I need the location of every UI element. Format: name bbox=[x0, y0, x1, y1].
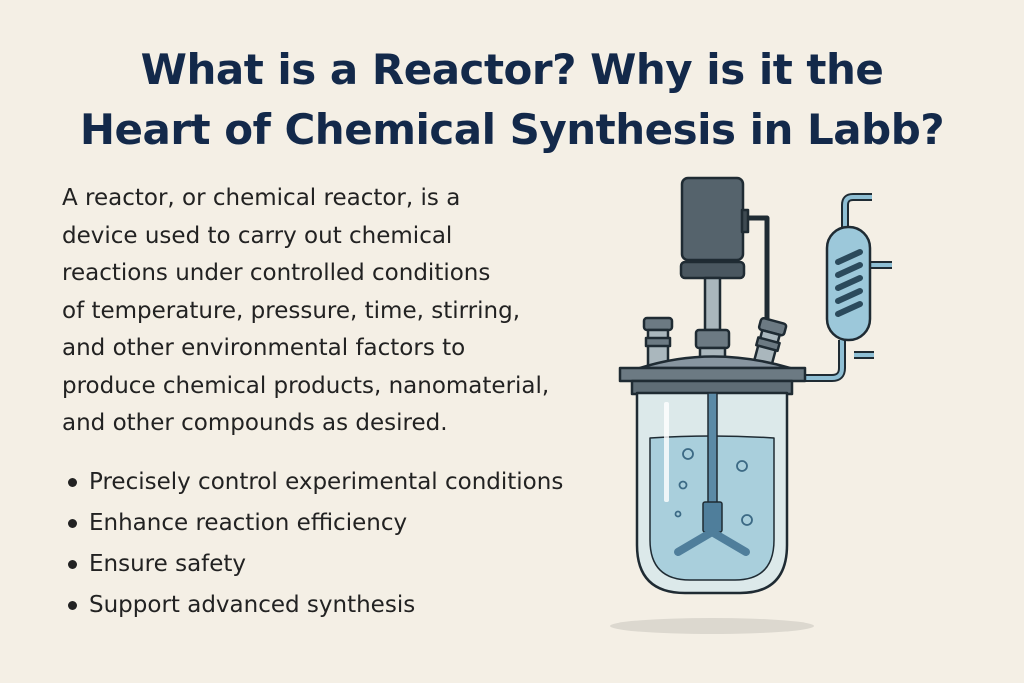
description: A reactor, or chemical reactor, is a dev… bbox=[62, 180, 622, 443]
bullet-icon bbox=[68, 519, 77, 528]
list-item: Precisely control experimental condition… bbox=[62, 462, 563, 503]
shaft bbox=[703, 276, 722, 332]
list-item-label: Precisely control experimental condition… bbox=[89, 469, 564, 495]
bullet-icon bbox=[68, 601, 77, 610]
motor bbox=[680, 176, 745, 262]
description-line: produce chemical products, nanomaterial, bbox=[62, 372, 550, 399]
bubbles bbox=[674, 448, 753, 526]
bullet-icon bbox=[68, 560, 77, 569]
description-line: of temperature, pressure, time, stirring… bbox=[62, 297, 521, 324]
port bbox=[642, 316, 674, 332]
benefits-list: Precisely control experimental condition… bbox=[62, 462, 563, 626]
title-line-1: What is a Reactor? Why is it the bbox=[140, 45, 884, 94]
title-line-2: Heart of Chemical Synthesis in Labb? bbox=[79, 105, 945, 154]
condenser-coil bbox=[835, 249, 863, 317]
list-item-label: Enhance reaction efficiency bbox=[89, 510, 408, 536]
description-line: device used to carry out chemical bbox=[62, 222, 453, 249]
port bbox=[694, 328, 731, 350]
list-item: Support advanced synthesis bbox=[62, 585, 563, 626]
condenser-tube bbox=[805, 340, 846, 382]
impeller bbox=[702, 501, 723, 533]
description-line: reactions under controlled conditions bbox=[62, 260, 491, 286]
bullet-icon bbox=[68, 478, 77, 487]
lid bbox=[618, 366, 807, 383]
cable bbox=[743, 215, 770, 360]
description-line: and other compounds as desired. bbox=[62, 410, 448, 436]
lid-dome bbox=[638, 355, 792, 370]
description-line: and other environmental factors to bbox=[62, 335, 466, 361]
list-item: Ensure safety bbox=[62, 544, 563, 585]
shadow bbox=[610, 618, 814, 634]
list-item-label: Support advanced synthesis bbox=[89, 592, 416, 618]
description-line: A reactor, or chemical reactor, is a bbox=[62, 185, 461, 211]
page-title: What is a Reactor? Why is it the Heart o… bbox=[0, 40, 1024, 160]
list-item-label: Ensure safety bbox=[89, 551, 247, 577]
list-item: Enhance reaction efficiency bbox=[62, 503, 563, 544]
